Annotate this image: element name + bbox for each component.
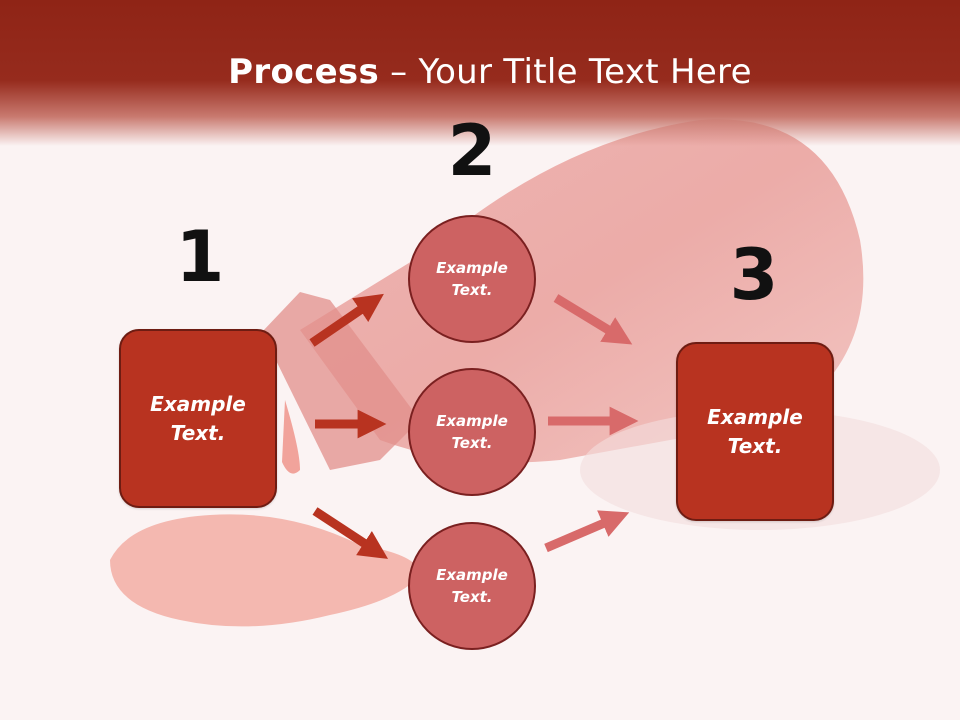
step-2-circle-top[interactable]: Example Text. [408, 215, 536, 343]
step-3-text: Example Text. [707, 404, 803, 458]
step-2-circle-middle-text: Example Text. [436, 411, 508, 453]
step-number-3: 3 [729, 234, 779, 316]
step-2-circle-bottom-text: Example Text. [436, 565, 508, 607]
step-2-circle-top-text: Example Text. [436, 258, 508, 300]
step-2-circle-bottom[interactable]: Example Text. [408, 522, 536, 650]
step-number-2: 2 [447, 110, 497, 192]
step-3-box[interactable]: Example Text. [676, 342, 834, 521]
step-2-circle-middle[interactable]: Example Text. [408, 368, 536, 496]
slide-title: Process – Your Title Text Here [0, 52, 960, 92]
title-bar [0, 0, 960, 146]
title-bold: Process [228, 52, 380, 92]
title-rest: – Your Title Text Here [379, 52, 752, 92]
step-1-box[interactable]: Example Text. [119, 329, 277, 508]
step-number-1: 1 [175, 216, 225, 298]
step-1-text: Example Text. [150, 391, 246, 445]
